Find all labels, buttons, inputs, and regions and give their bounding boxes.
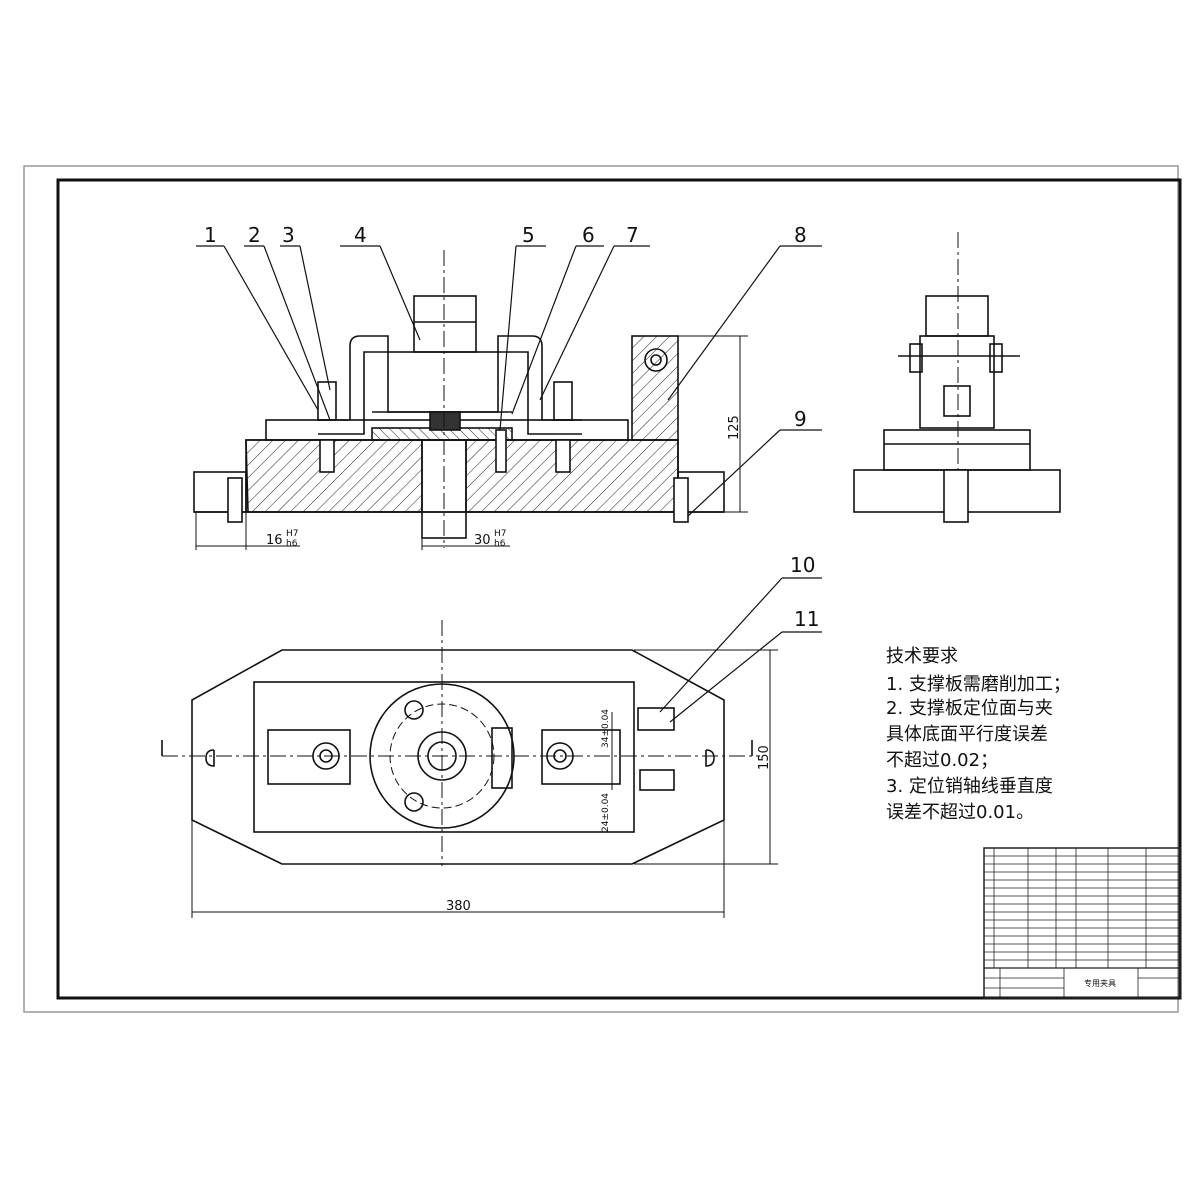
requirement-line-5: 3. 定位销轴线垂直度 xyxy=(886,776,1053,797)
dim-24: 24±0.04 xyxy=(601,793,611,832)
requirement-line-1: 1. 支撑板需磨削加工； xyxy=(886,674,1071,695)
requirement-line-2: 2. 支撑板定位面与夹 xyxy=(886,698,1053,719)
part-label-11: 11 xyxy=(794,607,819,631)
requirement-line-6: 误差不超过0.01。 xyxy=(886,802,1034,823)
part-label-6: 6 xyxy=(582,223,595,247)
part-label-2: 2 xyxy=(248,223,261,247)
part-label-1: 1 xyxy=(204,223,217,247)
dim-16-upper: H7 xyxy=(286,529,299,539)
dim-16: 16 xyxy=(266,533,283,548)
dim-30: 30 xyxy=(474,533,491,548)
part-labels: 1 2 3 4 5 6 7 8 9 10 11 xyxy=(204,223,819,631)
technical-requirements: 技术要求 1. 支撑板需磨削加工； 2. 支撑板定位面与夹 具体底面平行度误差 … xyxy=(886,646,1071,823)
dim-125: 125 xyxy=(727,415,742,440)
dim-150: 150 xyxy=(757,745,772,770)
part-label-5: 5 xyxy=(522,223,535,247)
front-section-view xyxy=(193,250,748,550)
dim-380: 380 xyxy=(446,899,471,914)
base-outline xyxy=(191,649,725,865)
part-label-3: 3 xyxy=(282,223,295,247)
dim-16-lower: h6 xyxy=(286,539,298,549)
side-view xyxy=(853,232,1061,523)
part-label-9: 9 xyxy=(794,407,807,431)
dim-30-lower: h6 xyxy=(494,539,506,549)
title-block-drawing-title: 专用夹具 xyxy=(1084,978,1116,988)
part-label-7: 7 xyxy=(626,223,639,247)
sheet-inner-frame xyxy=(56,178,1182,1000)
part-label-10: 10 xyxy=(790,553,815,577)
requirement-line-4: 不超过0.02； xyxy=(886,750,998,771)
dim-34: 34±0.04 xyxy=(601,709,611,748)
top-view xyxy=(161,620,778,918)
requirement-line-3: 具体底面平行度误差 xyxy=(886,724,1048,745)
sheet-outer-border xyxy=(23,165,1179,1013)
leader-lines xyxy=(196,245,822,723)
title-block xyxy=(983,847,1181,999)
part-label-8: 8 xyxy=(794,223,807,247)
part-label-4: 4 xyxy=(354,223,367,247)
dim-30-upper: H7 xyxy=(494,529,507,539)
requirements-title: 技术要求 xyxy=(886,646,958,667)
